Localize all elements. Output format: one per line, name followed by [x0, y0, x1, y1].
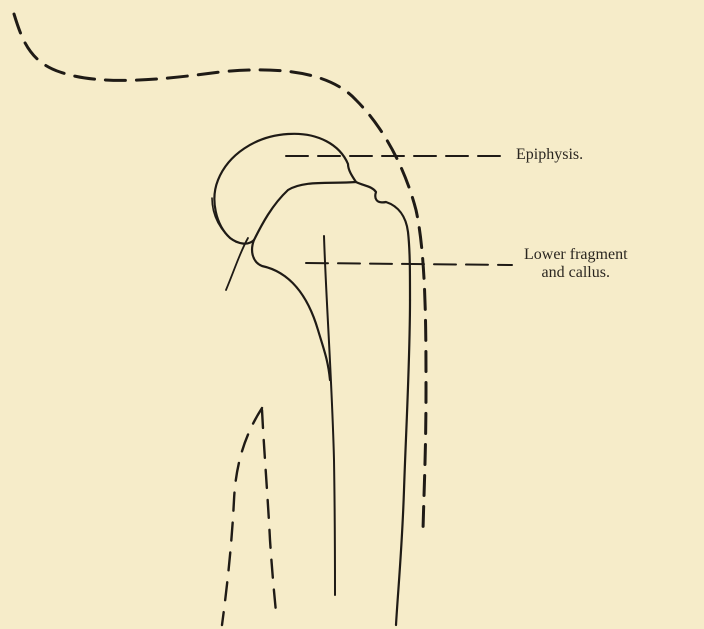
fracture-line: [226, 238, 248, 290]
shaft-outer-line: [396, 300, 410, 625]
axilla-right-dashed: [262, 410, 276, 612]
shoulder-outline-dashed: [14, 14, 426, 530]
fragment-leader-line: [306, 263, 512, 265]
shaft-inner-line: [324, 236, 335, 595]
callus-outline: [356, 182, 410, 300]
lower-fragment-label-line2: and callus.: [524, 264, 628, 282]
epiphysis-outline: [214, 134, 356, 244]
axilla-left-dashed: [222, 408, 262, 625]
lower-fragment-label: Lower fragment and callus.: [524, 246, 628, 282]
lower-fragment-label-line1: Lower fragment: [524, 246, 628, 264]
lower-fragment-outline: [252, 240, 330, 380]
epiphysis-label: Epiphysis.: [516, 146, 583, 164]
